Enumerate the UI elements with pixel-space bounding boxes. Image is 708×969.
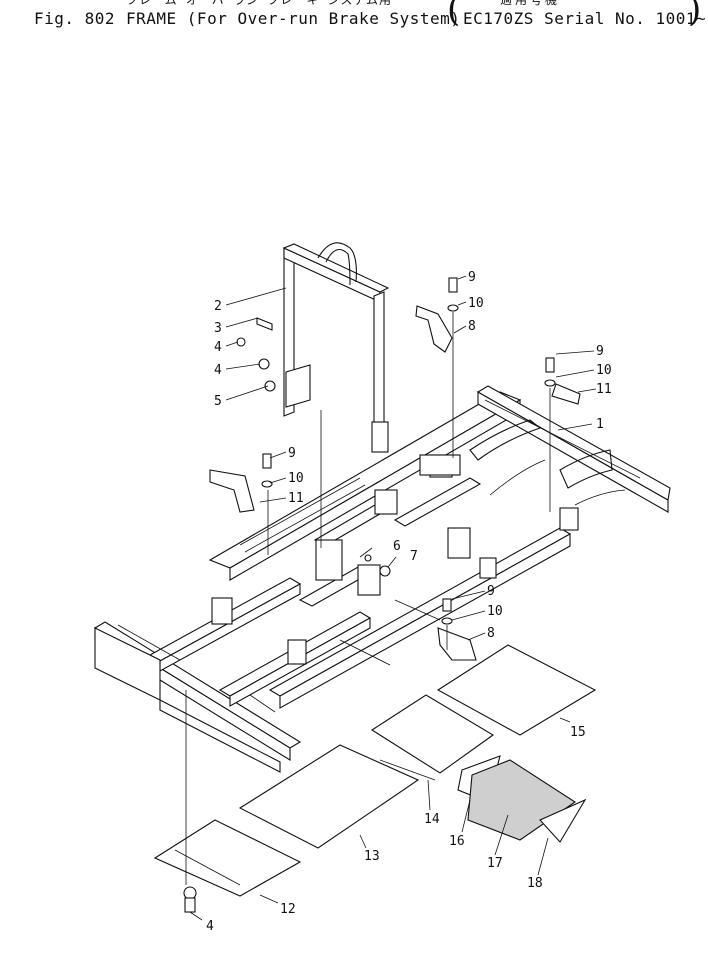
callout-9-b: 9 xyxy=(596,344,604,359)
cover-12 xyxy=(153,819,302,897)
callout-18: 18 xyxy=(527,876,543,891)
callout-7: 7 xyxy=(410,549,418,564)
callout-9-a: 9 xyxy=(468,270,476,285)
callout-10-a: 10 xyxy=(468,296,484,311)
callout-10-b: 10 xyxy=(596,363,612,378)
figure-number: Fig. 802 xyxy=(34,9,116,28)
japanese-title: フレーム オーバ ラン ブレーキ システム用 xyxy=(126,0,393,7)
callout-13: 13 xyxy=(364,849,380,864)
callout-1: 1 xyxy=(596,417,604,432)
callout-4-lower: 4 xyxy=(206,919,214,934)
callout-9-d: 9 xyxy=(487,584,495,599)
brackets xyxy=(209,305,581,661)
callout-2: 2 xyxy=(214,299,222,314)
cover-15 xyxy=(436,644,597,736)
callout-17: 17 xyxy=(487,856,503,871)
cover-18 xyxy=(539,798,587,843)
callout-16: 16 xyxy=(449,834,465,849)
callout-6: 6 xyxy=(393,539,401,554)
open-paren-glyph: ( xyxy=(447,0,461,30)
callout-9-c: 9 xyxy=(288,446,296,461)
covers xyxy=(153,644,597,897)
callout-12: 12 xyxy=(280,902,296,917)
callout-leaders xyxy=(189,275,597,921)
serial-applicability: EC170ZS Serial No. 1001~ xyxy=(463,9,707,28)
figure-title: FRAME (For Over-run Brake System) xyxy=(126,9,461,28)
close-paren-glyph: ) xyxy=(688,0,702,30)
callout-3: 3 xyxy=(214,321,222,336)
callout-5: 5 xyxy=(214,394,222,409)
cover-13 xyxy=(238,744,420,849)
callout-4-middle: 4 xyxy=(214,363,222,378)
guard-frame xyxy=(282,242,390,453)
callout-15: 15 xyxy=(570,725,586,740)
callout-10-d: 10 xyxy=(487,604,503,619)
assembly-lines xyxy=(185,312,551,885)
callout-11-a: 11 xyxy=(596,382,612,397)
callout-14: 14 xyxy=(424,812,440,827)
callout-8-lower: 8 xyxy=(487,626,495,641)
callout-4-upper: 4 xyxy=(214,340,222,355)
main-frame xyxy=(93,385,671,773)
callout-10-c: 10 xyxy=(288,471,304,486)
callout-11-b: 11 xyxy=(288,491,304,506)
japanese-serial-label: 適用号機 xyxy=(500,0,561,7)
callout-8-upper: 8 xyxy=(468,319,476,334)
callout-labels: 1 2 3 4 4 5 6 7 8 8 9 9 9 9 10 10 10 10 … xyxy=(206,270,612,934)
cover-14 xyxy=(370,694,495,774)
